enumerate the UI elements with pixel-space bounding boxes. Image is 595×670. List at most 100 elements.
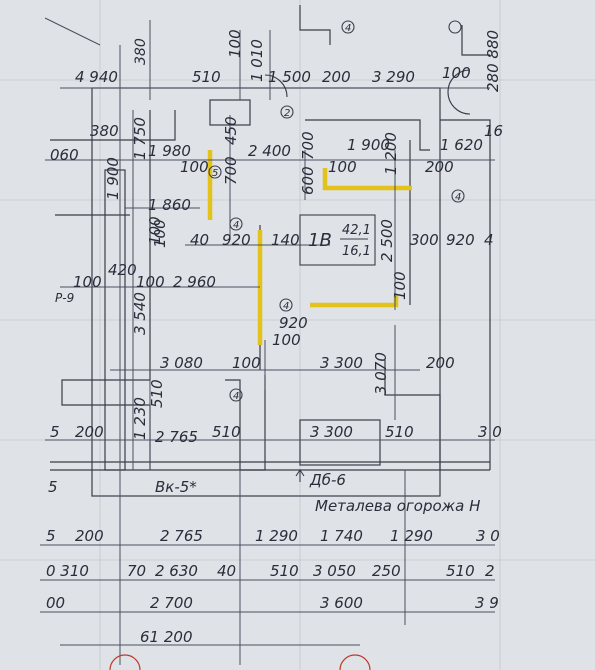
dim-text: 700 bbox=[222, 156, 240, 185]
dim-text: 280 880 bbox=[484, 30, 502, 92]
dim-text: 2 765 bbox=[160, 527, 203, 545]
dim-text: 200 bbox=[75, 527, 104, 545]
dim-text: 100 bbox=[180, 158, 209, 176]
dim-text: 100 bbox=[146, 216, 164, 245]
dim-text: 700 bbox=[299, 131, 317, 160]
dim-text: 100 bbox=[328, 158, 357, 176]
dim-text: 510 bbox=[446, 562, 475, 580]
dim-text: 1 010 bbox=[248, 39, 266, 82]
dim-text: 3 600 bbox=[320, 594, 363, 612]
dim-text: 2 630 bbox=[155, 562, 198, 580]
dim-text: 100 bbox=[73, 273, 102, 291]
dim-text: 16 bbox=[484, 122, 503, 140]
section-mark-left bbox=[109, 654, 141, 670]
dim-text: 1 860 bbox=[148, 196, 191, 214]
dim-text: 3 0 bbox=[478, 423, 502, 441]
dims-middle: 40 920 140 300 920 4 100 420 100 2 960 1… bbox=[73, 216, 494, 440]
dim-text: 2 765 bbox=[155, 428, 198, 446]
dim-text: 510 bbox=[270, 562, 299, 580]
dim-text: 100 bbox=[442, 64, 471, 82]
dim-text: 1 750 bbox=[131, 117, 149, 160]
dims-lower: 200 2 765 510 3 300 510 3 0 5 5 bbox=[48, 423, 502, 496]
dim-text: 4 940 bbox=[75, 68, 118, 86]
apartment-label-box bbox=[299, 214, 376, 266]
dim-text: 100 bbox=[391, 271, 409, 300]
highlighted-partitions bbox=[207, 150, 412, 345]
dims-upper: 380 060 1 980 2 400 1 900 1 620 100 200 … bbox=[50, 116, 503, 214]
dim-text: 1 620 bbox=[440, 136, 483, 154]
dim-text: 3 540 bbox=[131, 292, 149, 335]
dim-text: 600 bbox=[299, 166, 317, 195]
dim-text: 3 050 bbox=[313, 562, 356, 580]
marker-text: 4 bbox=[233, 220, 239, 231]
top-cut-label: 380 bbox=[133, 38, 149, 65]
entrance-arrow bbox=[295, 469, 305, 482]
dim-text: 920 bbox=[222, 231, 251, 249]
dim-text: 3 070 bbox=[372, 352, 390, 395]
dim-text: 920 bbox=[446, 231, 475, 249]
dim-text: 1 230 bbox=[131, 397, 149, 440]
dim-text: 100 bbox=[136, 273, 165, 291]
dim-text: 450 bbox=[222, 116, 240, 145]
dim-text: 510 bbox=[385, 423, 414, 441]
dim-text: 100 bbox=[272, 331, 301, 349]
partition-label: Р-9 bbox=[55, 291, 74, 305]
dim-text: 0 310 bbox=[46, 562, 89, 580]
marker-text: 4 bbox=[283, 301, 289, 312]
dim-total: 61 200 bbox=[140, 628, 193, 646]
dim-text: 5 bbox=[48, 478, 58, 496]
dim-text: 5 bbox=[50, 423, 60, 441]
dim-text: 920 bbox=[279, 314, 308, 332]
section-mark-right bbox=[339, 654, 371, 670]
dim-text: 2 500 bbox=[378, 219, 396, 262]
dim-text: 1 980 bbox=[148, 142, 191, 160]
dim-text: 100 bbox=[232, 354, 261, 372]
dim-text: 40 bbox=[190, 231, 209, 249]
dim-text: 420 bbox=[108, 261, 137, 279]
dim-text: 5 bbox=[46, 527, 56, 545]
apartment-area-living: 16,1 bbox=[342, 244, 371, 259]
marker-text: 4 bbox=[345, 23, 351, 34]
marker-text: 4 bbox=[455, 192, 461, 203]
dim-text: 510 bbox=[192, 68, 221, 86]
dim-text: 40 bbox=[217, 562, 236, 580]
dim-text: 1 290 bbox=[255, 527, 298, 545]
dim-text: 200 bbox=[426, 354, 455, 372]
dim-text: 70 bbox=[127, 562, 146, 580]
dim-text: 140 bbox=[271, 231, 300, 249]
dim-text: 00 bbox=[46, 594, 65, 612]
marker-text: 5 bbox=[212, 168, 218, 179]
dim-text: 3 300 bbox=[310, 423, 353, 441]
door-swing-arc-2 bbox=[447, 69, 471, 115]
dim-text: 510 bbox=[212, 423, 241, 441]
fence-label: Металева огорожа Н bbox=[315, 497, 480, 515]
dim-text: 4 bbox=[484, 231, 494, 249]
apartment-area-total: 42,1 bbox=[342, 223, 371, 238]
dim-text: 1 200 bbox=[382, 132, 400, 175]
dim-text: 300 bbox=[410, 231, 439, 249]
dim-text: 3 9 bbox=[475, 594, 499, 612]
apartment-label: 1В bbox=[308, 230, 332, 251]
dim-text: 1 290 bbox=[390, 527, 433, 545]
dim-text: 1 740 bbox=[320, 527, 363, 545]
dim-text: 200 bbox=[425, 158, 454, 176]
dim-text: 100 bbox=[226, 29, 244, 58]
marker-text: 2 bbox=[284, 108, 290, 119]
dim-text: 3 300 bbox=[320, 354, 363, 372]
dim-text: 3 080 bbox=[160, 354, 203, 372]
dim-text: 2 700 bbox=[150, 594, 193, 612]
door-swing-arc bbox=[264, 74, 288, 98]
dim-text: 1 900 bbox=[104, 157, 122, 200]
dim-text: 250 bbox=[372, 562, 401, 580]
dims-bottom: 200 2 765 1 290 1 740 1 290 3 0 5 0 310 … bbox=[46, 527, 500, 646]
dim-text: 200 bbox=[322, 68, 351, 86]
dim-text: 3 290 bbox=[372, 68, 415, 86]
balcony-label: Вк-5* bbox=[155, 478, 197, 496]
dim-text: 2 400 bbox=[248, 142, 291, 160]
dim-text: 2 bbox=[485, 562, 495, 580]
dim-text: 1 900 bbox=[347, 136, 390, 154]
dims-top: 4 940 510 1 010 1 500 200 3 290 100 280 … bbox=[75, 29, 502, 160]
markers: 2 4 5 4 4 4 4 bbox=[208, 20, 465, 402]
dimension-lines bbox=[40, 17, 495, 665]
door-label: Дб-6 bbox=[309, 471, 346, 489]
